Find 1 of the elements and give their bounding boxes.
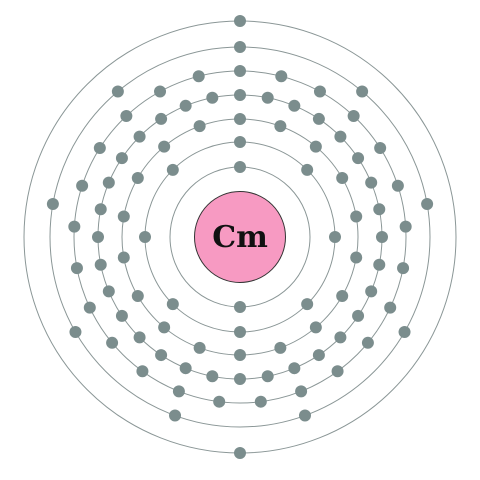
element-symbol: Cm <box>212 220 268 254</box>
